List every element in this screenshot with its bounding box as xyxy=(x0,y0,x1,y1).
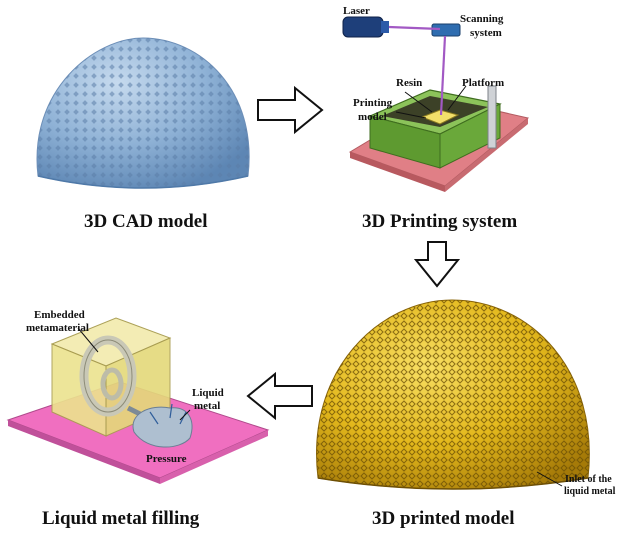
label-printing-model-2: model xyxy=(358,111,387,123)
label-platform: Platform xyxy=(462,77,504,89)
label-inlet-1: Inlet of the xyxy=(565,474,612,485)
label-scanning-2: system xyxy=(470,27,502,39)
arrow-left-icon xyxy=(246,371,313,421)
label-pressure: Pressure xyxy=(146,453,187,465)
label-scanning-1: Scanning xyxy=(460,13,504,25)
arrow-right-icon xyxy=(257,85,324,135)
caption-printing-system: 3D Printing system xyxy=(362,211,518,232)
label-liquid-2: metal xyxy=(194,400,220,412)
label-printing-model-1: Printing xyxy=(353,97,393,109)
arrow-down-icon xyxy=(413,241,461,288)
label-liquid-1: Liquid xyxy=(192,387,224,399)
printing-system-illustration xyxy=(342,16,530,192)
caption-cad-model: 3D CAD model xyxy=(84,211,208,232)
label-embedded-1: Embedded xyxy=(34,309,85,321)
cad-dome xyxy=(36,37,250,189)
label-inlet-2: liquid metal xyxy=(564,486,616,497)
caption-printed-model: 3D printed model xyxy=(372,508,515,529)
label-resin: Resin xyxy=(396,77,422,89)
caption-liquid-metal-filling: Liquid metal filling xyxy=(42,508,200,529)
printed-dome xyxy=(316,299,590,490)
label-embedded-2: metamaterial xyxy=(26,322,89,334)
liquid-metal-illustration xyxy=(6,317,270,484)
label-laser: Laser xyxy=(343,5,370,17)
